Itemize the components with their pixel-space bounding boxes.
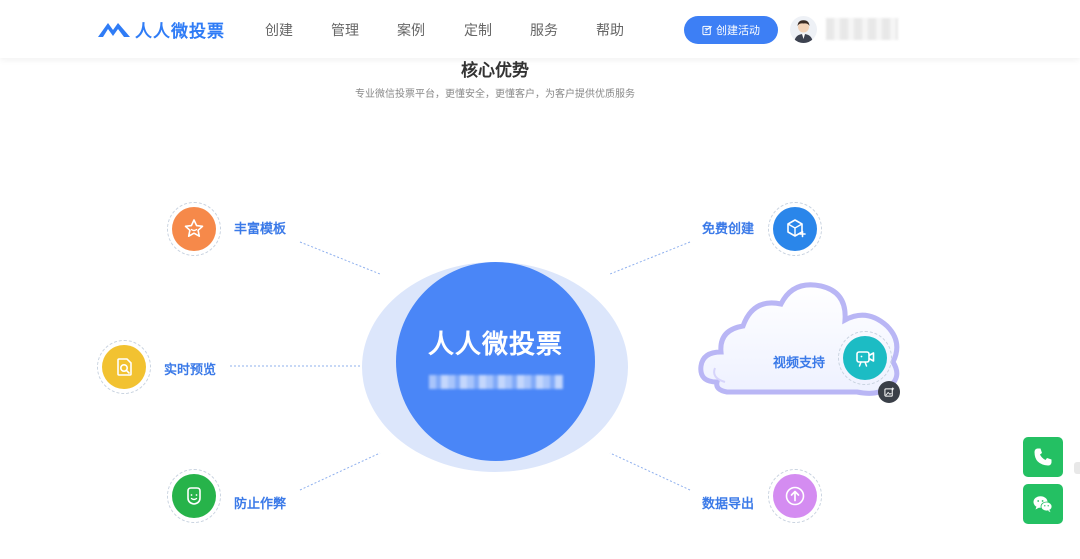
wechat-icon bbox=[1033, 496, 1053, 513]
nav-service[interactable]: 服务 bbox=[530, 23, 558, 39]
image-add-badge[interactable] bbox=[878, 381, 900, 403]
feature-icon-data-export[interactable] bbox=[773, 474, 817, 518]
feature-icon-anti-cheat[interactable] bbox=[172, 474, 216, 518]
top-header: 人人微投票 创建 管理 案例 定制 服务 帮助 创建活动 bbox=[0, 0, 1080, 58]
logo-text: 人人微投票 bbox=[135, 22, 225, 42]
feature-ring bbox=[97, 340, 151, 394]
cube-plus-icon bbox=[787, 219, 806, 238]
feature-icon-video-support[interactable] bbox=[843, 336, 887, 380]
nav-manage[interactable]: 管理 bbox=[331, 23, 359, 39]
nav-custom[interactable]: 定制 bbox=[464, 23, 492, 39]
feature-icon-rich-templates[interactable] bbox=[172, 207, 216, 251]
upload-icon bbox=[785, 486, 805, 506]
avatar-icon bbox=[794, 20, 813, 43]
feature-label-anti-cheat: 防止作弊 bbox=[234, 497, 287, 512]
feature-ring bbox=[167, 202, 221, 256]
side-edge-tab[interactable] bbox=[1074, 462, 1080, 474]
phone-contact-button[interactable] bbox=[1023, 437, 1063, 477]
feature-label-free-create: 免费创建 bbox=[702, 222, 755, 237]
feature-ring bbox=[768, 202, 822, 256]
shield-face-icon bbox=[187, 487, 201, 505]
nav-help[interactable]: 帮助 bbox=[596, 23, 624, 39]
site-logo[interactable]: 人人微投票 bbox=[97, 17, 225, 42]
username-blurred bbox=[826, 18, 898, 40]
feature-label-rich-templates: 丰富模板 bbox=[234, 222, 287, 237]
preview-search-icon bbox=[117, 358, 132, 376]
feature-icon-live-preview[interactable] bbox=[102, 345, 146, 389]
feature-label-data-export: 数据导出 bbox=[702, 497, 755, 512]
feature-ring bbox=[768, 469, 822, 523]
create-activity-button[interactable]: 创建活动 bbox=[684, 16, 778, 44]
section-title: 核心优势 bbox=[461, 61, 529, 81]
center-blurred-text bbox=[428, 375, 563, 389]
feature-label-video-support: 视频支持 bbox=[773, 356, 826, 371]
logo-icon bbox=[98, 22, 130, 37]
feature-ring bbox=[838, 331, 892, 385]
feature-ring bbox=[167, 469, 221, 523]
phone-icon bbox=[1034, 448, 1052, 466]
feature-icon-free-create[interactable] bbox=[773, 207, 817, 251]
feature-label-live-preview: 实时预览 bbox=[164, 363, 217, 378]
video-icon bbox=[856, 351, 875, 367]
edit-icon bbox=[702, 25, 712, 35]
wechat-contact-button[interactable] bbox=[1023, 484, 1063, 524]
image-add-icon bbox=[883, 386, 894, 397]
center-title: 人人微投票 bbox=[427, 330, 563, 360]
center-circle: 人人微投票 bbox=[396, 262, 595, 461]
user-avatar[interactable] bbox=[790, 16, 817, 43]
star-icon bbox=[184, 219, 204, 237]
nav-create[interactable]: 创建 bbox=[265, 23, 293, 39]
section-subtitle: 专业微信投票平台，更懂安全，更懂客户，为客户提供优质服务 bbox=[355, 89, 635, 100]
create-activity-label: 创建活动 bbox=[716, 24, 760, 37]
nav-cases[interactable]: 案例 bbox=[397, 23, 425, 39]
